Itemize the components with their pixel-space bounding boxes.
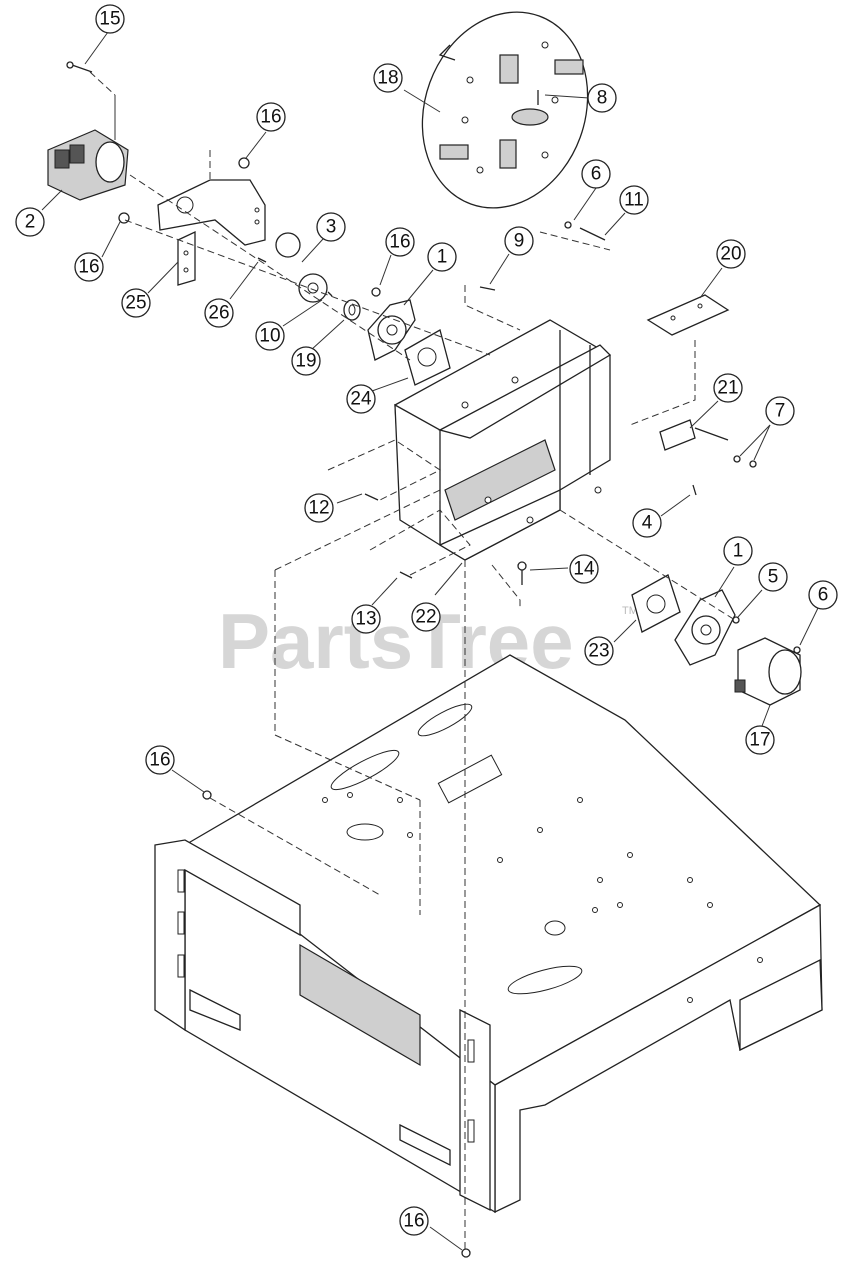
svg-text:8: 8 <box>597 88 608 109</box>
svg-text:6: 6 <box>818 585 829 606</box>
callout-19[interactable]: 19 <box>291 346 321 376</box>
chassis-frame[interactable] <box>154 654 823 1214</box>
callout-12[interactable]: 12 <box>304 493 334 523</box>
svg-text:16: 16 <box>78 257 99 278</box>
callout-24[interactable]: 24 <box>346 384 376 414</box>
svg-text:16: 16 <box>403 1211 424 1232</box>
svg-text:1: 1 <box>733 541 744 562</box>
callout-22[interactable]: 22 <box>411 602 441 632</box>
callout-8[interactable]: 8 <box>587 83 617 113</box>
callout-5[interactable]: 5 <box>758 562 788 592</box>
callout-1[interactable]: 1 <box>427 242 457 272</box>
callout-16[interactable]: 16 <box>145 745 175 775</box>
gasket-24[interactable] <box>404 329 451 386</box>
spacer[interactable] <box>343 299 361 321</box>
electric-motor[interactable] <box>734 637 802 706</box>
callout-17[interactable]: 17 <box>745 725 775 755</box>
callout-1[interactable]: 1 <box>723 536 753 566</box>
svg-text:21: 21 <box>717 378 738 399</box>
callout-11[interactable]: 11 <box>619 185 649 215</box>
svg-text:5: 5 <box>768 567 779 588</box>
svg-text:1: 1 <box>437 247 448 268</box>
callout-25[interactable]: 25 <box>121 288 151 318</box>
svg-text:17: 17 <box>749 730 770 751</box>
hydraulic-motor[interactable] <box>47 129 129 201</box>
mounting-frame[interactable] <box>394 319 612 561</box>
motor-bracket[interactable] <box>157 179 266 246</box>
svg-text:26: 26 <box>208 303 229 324</box>
trademark-mark: TM <box>622 605 638 617</box>
callout-16[interactable]: 16 <box>385 227 415 257</box>
svg-text:16: 16 <box>260 107 281 128</box>
callout-9[interactable]: 9 <box>504 226 534 256</box>
callouts: 15 16 2 16 25 26 3 10 19 16 1 24 18 8 9 … <box>15 4 838 1236</box>
svg-text:18: 18 <box>377 68 398 89</box>
callout-16[interactable]: 16 <box>74 252 104 282</box>
callout-3[interactable]: 3 <box>316 212 346 242</box>
svg-text:3: 3 <box>326 217 337 238</box>
hardware <box>66 61 801 1258</box>
callout-16[interactable]: 16 <box>256 102 286 132</box>
svg-text:22: 22 <box>415 607 436 628</box>
svg-text:6: 6 <box>591 164 602 185</box>
callout-2[interactable]: 2 <box>15 207 45 237</box>
svg-text:16: 16 <box>389 232 410 253</box>
flange-bearing-lower[interactable] <box>674 589 736 666</box>
callout-20[interactable]: 20 <box>716 239 746 269</box>
callout-15[interactable]: 15 <box>95 4 125 34</box>
svg-text:14: 14 <box>573 559 595 580</box>
callout-6[interactable]: 6 <box>808 580 838 610</box>
bracket-21[interactable] <box>659 419 729 451</box>
svg-text:7: 7 <box>775 401 786 422</box>
svg-text:10: 10 <box>259 326 280 347</box>
svg-text:12: 12 <box>308 498 329 519</box>
callout-18[interactable]: 18 <box>373 63 403 93</box>
svg-text:9: 9 <box>514 231 525 252</box>
callout-26[interactable]: 26 <box>204 298 234 328</box>
svg-text:11: 11 <box>624 190 644 211</box>
callout-14[interactable]: 14 <box>569 554 599 584</box>
assembly-lines <box>89 71 736 1250</box>
svg-text:24: 24 <box>350 389 372 410</box>
callout-16[interactable]: 16 <box>399 1206 429 1236</box>
svg-text:19: 19 <box>295 351 316 372</box>
callout-7[interactable]: 7 <box>765 396 795 426</box>
callout-6[interactable]: 6 <box>581 159 611 189</box>
svg-text:15: 15 <box>99 9 120 30</box>
callout-21[interactable]: 21 <box>713 373 743 403</box>
svg-text:4: 4 <box>642 513 653 534</box>
callout-23[interactable]: 23 <box>584 636 614 666</box>
leader-lines <box>41 31 819 1251</box>
gasket-23[interactable] <box>631 574 681 633</box>
svg-text:13: 13 <box>355 609 376 630</box>
callout-4[interactable]: 4 <box>632 508 662 538</box>
callout-13[interactable]: 13 <box>351 604 381 634</box>
flange-bearing-upper[interactable] <box>367 299 416 361</box>
bracket-25[interactable] <box>177 230 196 286</box>
svg-text:23: 23 <box>588 641 609 662</box>
svg-text:16: 16 <box>149 750 170 771</box>
svg-text:25: 25 <box>125 293 146 314</box>
svg-text:20: 20 <box>720 244 741 265</box>
callout-10[interactable]: 10 <box>255 321 285 351</box>
svg-text:2: 2 <box>25 212 36 233</box>
reel-disc[interactable] <box>396 0 615 231</box>
plate-20[interactable] <box>646 294 730 336</box>
